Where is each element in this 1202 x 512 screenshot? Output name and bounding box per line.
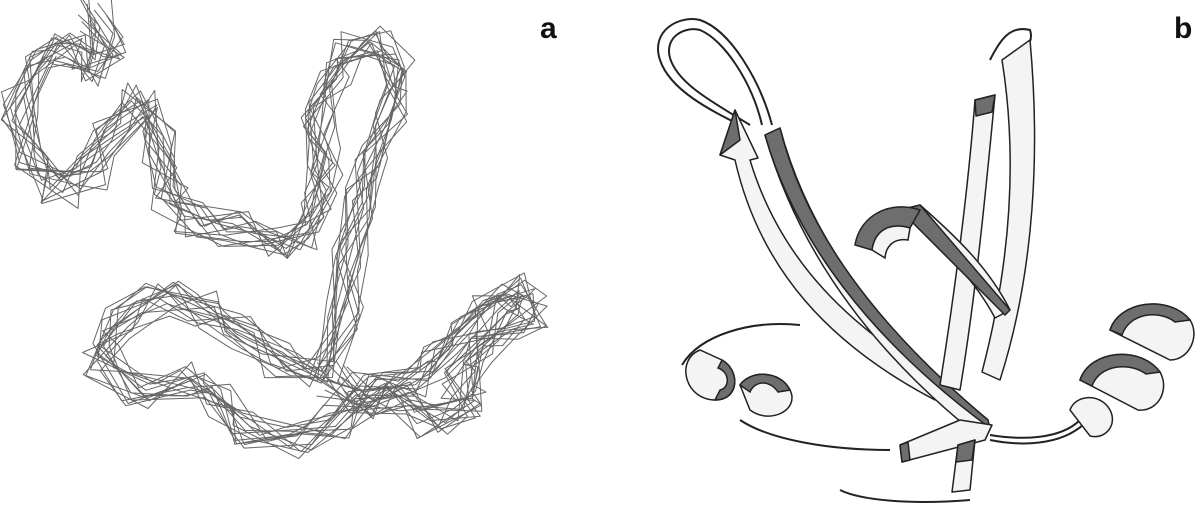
helix-right (1070, 304, 1194, 437)
panel-a-backbone-ensemble: a (0, 0, 590, 512)
panel-label-b: b (1174, 14, 1192, 44)
ribbon-cartoon-svg (590, 0, 1202, 512)
coil-bottom-left (740, 420, 890, 450)
backbone-trace (12, 17, 534, 435)
hairpin-loop-top-inner (669, 29, 762, 125)
panel-b-ribbon-cartoon: b (590, 0, 1202, 512)
ensemble-traces (1, 0, 548, 459)
backbone-trace (2, 0, 548, 427)
strand-4 (982, 40, 1035, 380)
backbone-traces-svg (0, 0, 590, 512)
helix-central (855, 207, 920, 258)
helix-left (686, 350, 792, 416)
panel-label-a: a (540, 14, 557, 44)
strand-6 (900, 420, 992, 462)
backbone-trace (16, 31, 535, 445)
strand-6-edge (900, 442, 910, 462)
coil-bottom (840, 490, 970, 502)
backbone-trace (29, 10, 524, 444)
